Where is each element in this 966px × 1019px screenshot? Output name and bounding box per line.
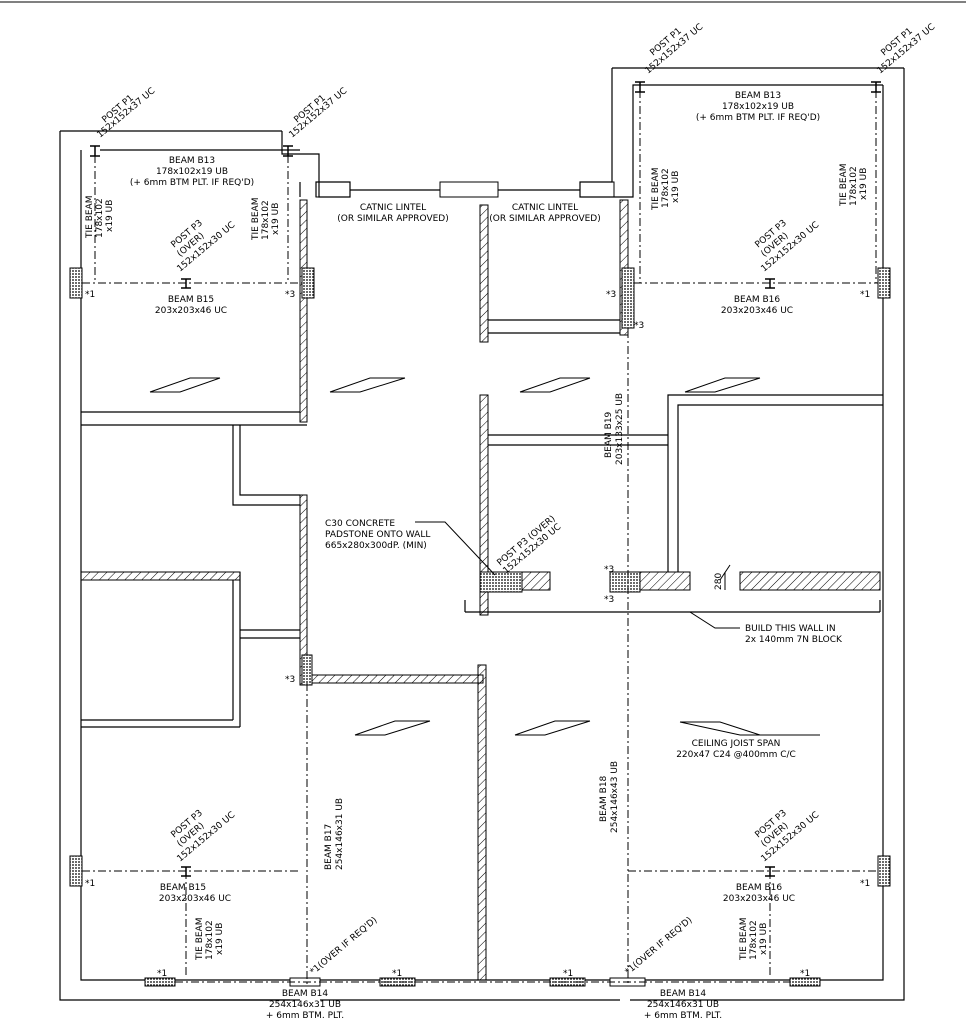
build-wall-note-1: BUILD THIS WALL IN [745,624,836,634]
tie-beam-b-2: 178x102 [261,200,271,240]
padstone-note-2: PADSTONE ONTO WALL [325,530,430,540]
beam-b13-label-b: BEAM B13 [735,91,781,101]
beam-b19-size: 203x133x25 UB [615,393,625,465]
marker-1: *1 [85,879,95,889]
marker-3: *3 [604,595,614,605]
tie-beam-b-3: x19 UB [271,203,281,235]
tie-beam-c-1: TIE BEAM [651,168,661,211]
post-p3-a [181,278,191,289]
catnic-similar-b: (OR SIMILAR APPROVED) [489,214,600,224]
tie-beam-d-1: TIE BEAM [839,164,849,207]
beam-b13-plate-a: (+ 6mm BTM PLT. IF REQ'D) [130,178,254,188]
post-symbols [90,81,881,877]
marker-3: *3 [634,321,644,331]
leaders [415,521,880,629]
tie-beam-e-2: 178x102 [205,920,215,960]
padstone-note-3: 665x280x300dP. (MIN) [325,541,427,551]
marker-1: *1 [860,290,870,300]
beam-b16-label-a: BEAM B16 [734,295,781,305]
beam-b13-plate-b: (+ 6mm BTM PLT. IF REQ'D) [696,113,820,123]
tie-beam-c-2: 178x102 [661,168,671,208]
tie-beam-a-2: 178x102 [95,198,105,238]
beam-b16-label-b: BEAM B16 [736,883,783,893]
beam-b15-size-b: 203x203x46 UC [159,894,231,904]
beam-b15-label-a: BEAM B15 [168,295,214,305]
beam-b15-label-b: BEAM B15 [160,883,206,893]
beam-b15-size-a: 203x203x46 UC [155,306,227,316]
tie-beam-f-1: TIE BEAM [739,918,749,961]
beam-b17-size: 254x146x31 UB [335,798,345,870]
beam-b19-label: BEAM B19 [604,411,614,458]
beam-b13-size-a: 178x102x19 UB [156,167,228,177]
marker-1: *1 [157,969,167,979]
catnic-lintel-a: CATNIC LINTEL [360,203,426,213]
tie-beam-c-3: x19 UB [671,171,681,203]
beam-b18-label: BEAM B18 [599,775,609,822]
padstone-note-1: C30 CONCRETE [325,519,395,529]
ceiling-joist-note-1: CEILING JOIST SPAN [692,739,781,749]
internal-walls [80,199,883,981]
beam-b16-size-a: 203x203x46 UC [721,306,793,316]
padstones [69,267,891,987]
beam-b18-size: 254x146x43 UB [610,761,620,833]
beam-lines [82,90,878,985]
post-p3-d [765,866,775,877]
marker-3: *3 [285,675,295,685]
post-p1-d [871,81,881,93]
tie-beam-b-1: TIE BEAM [251,198,261,241]
tie-beam-e-3: x19 UB [215,923,225,955]
tie-beam-a-1: TIE BEAM [85,196,95,239]
post-p1-a [90,145,100,157]
marker-1: *1 [392,969,402,979]
post-p3-c [181,866,191,877]
tie-beam-e-1: TIE BEAM [195,918,205,961]
beam-b14-plate-a: + 6mm BTM. PLT. [266,1011,344,1019]
marker-3: *3 [604,565,614,575]
post-p3-b [765,278,775,289]
marker-1: *1 [860,879,870,889]
beam-b17-label: BEAM B17 [324,824,334,870]
outer-walls [59,67,905,1001]
beam-b14-plate-b: + 6mm BTM. PLT. [644,1011,722,1019]
marker-3: *3 [606,290,616,300]
build-wall-note-2: 2x 140mm 7N BLOCK [745,635,843,645]
beam-b16-size-b: 203x203x46 UC [723,894,795,904]
beam-b14-label-a: BEAM B14 [282,989,329,999]
tie-beam-f-2: 178x102 [749,920,759,960]
post-p1-c [635,81,645,93]
catnic-similar-a: (OR SIMILAR APPROVED) [337,214,448,224]
span-arrows [149,377,820,736]
tie-beam-d-3: x19 UB [859,168,869,200]
catnic-lintel-b: CATNIC LINTEL [512,203,578,213]
marker-1: *1 [800,969,810,979]
beam-b14-size-a: 254x146x31 UB [269,1000,341,1010]
marker-1: *1 [563,969,573,979]
dimension-280: 280 [714,573,724,590]
marker-3: *3 [285,290,295,300]
beam-b13-label-a: BEAM B13 [169,156,215,166]
ceiling-joist-note-2: 220x47 C24 @400mm C/C [676,750,796,760]
beam-b14-size-b: 254x146x31 UB [647,1000,719,1010]
tie-beam-f-3: x19 UB [759,923,769,955]
post-p1-b [283,145,293,157]
tie-beam-d-2: 178x102 [849,166,859,206]
beam-b13-size-b: 178x102x19 UB [722,102,794,112]
text-labels: POST P1 152x152x37 UC POST P1 152x152x37… [85,22,937,1019]
over-if-reqd-b: *1(OVER IF REQ'D) [624,915,695,977]
beam-b14-label-b: BEAM B14 [660,989,707,999]
over-if-reqd-a: *1(OVER IF REQ'D) [309,915,380,977]
tie-beam-a-3: x19 UB [105,200,115,232]
marker-1: *1 [85,290,95,300]
